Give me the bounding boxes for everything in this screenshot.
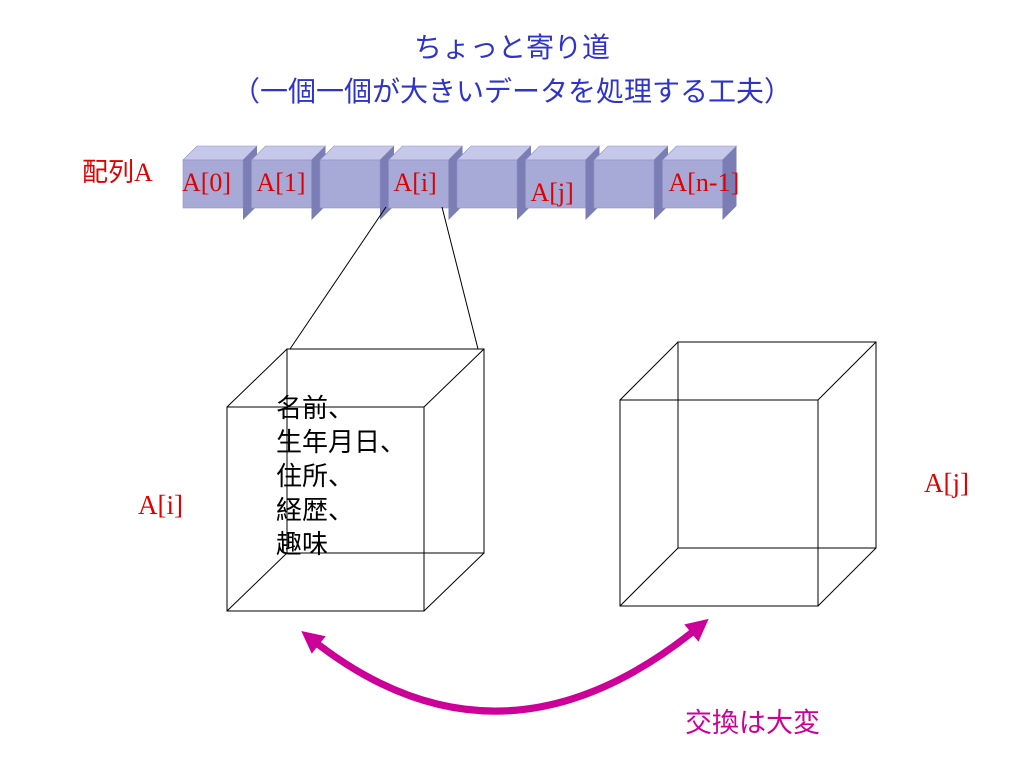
zoom-line-right xyxy=(441,206,479,350)
field-name: 名前、 xyxy=(276,394,355,424)
array-label: 配列A xyxy=(82,152,153,189)
array-cell xyxy=(319,145,395,220)
array-cell xyxy=(456,145,532,220)
swap-arrow xyxy=(301,618,709,715)
field-history: 経歴、 xyxy=(276,496,355,526)
array-cell-label: A[0] xyxy=(182,168,231,197)
field-hobby: 趣味 xyxy=(276,530,329,560)
cube-a-j xyxy=(619,341,877,607)
array-cell: A[1] xyxy=(250,145,327,220)
array-cell-label: A[i] xyxy=(394,168,437,197)
element-fields: 名前、 生年月日、 住所、 経歴、 趣味 xyxy=(276,392,406,562)
array-cell: A[i] xyxy=(387,145,464,220)
slide-subtitle: （一個一個が大きいデータを処理する工夫） xyxy=(231,75,792,108)
field-birthdate: 生年月日、 xyxy=(276,428,407,458)
cube-a-i xyxy=(226,348,485,612)
array-cell: A[n-1] xyxy=(661,145,740,220)
zoom-line-left xyxy=(289,206,387,350)
swap-label: 交換は大変 xyxy=(685,708,820,739)
element-label-a-j: A[j] xyxy=(924,468,969,498)
field-address: 住所、 xyxy=(276,462,355,492)
array-cells: A[0] A[1] A[i] A[j] A[n-1] xyxy=(182,145,740,220)
array-cell: A[j] xyxy=(524,145,601,220)
array-cell-label: A[j] xyxy=(531,178,574,207)
array-cell-label: A[n-1] xyxy=(669,168,740,197)
array-cell xyxy=(593,145,669,220)
array-label-letter: A xyxy=(134,158,153,187)
array-cell-label: A[1] xyxy=(257,168,306,197)
array-cell: A[0] xyxy=(182,145,258,220)
element-label-a-i: A[i] xyxy=(138,490,183,520)
array-label-prefix: 配列 xyxy=(82,158,135,188)
slide-title: ちょっと寄り道 xyxy=(413,31,610,64)
